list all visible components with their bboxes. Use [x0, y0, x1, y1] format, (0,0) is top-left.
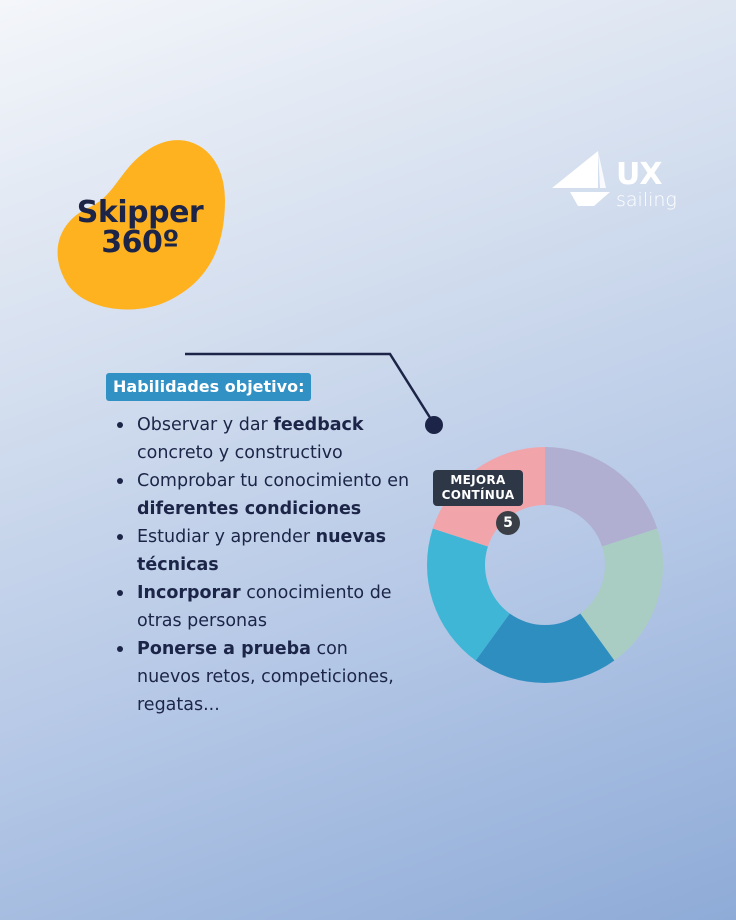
- skill-item: Incorporar conocimiento de otras persona…: [114, 579, 414, 635]
- skill-item: Observar y dar feedback concreto y const…: [114, 411, 414, 467]
- donut-segment-2: [580, 528, 663, 661]
- mejora-label-line-2: CONTÍNUA: [441, 488, 515, 502]
- skill-emphasis: Ponerse a prueba: [137, 639, 311, 659]
- badge-line-1: Skipper: [76, 195, 204, 230]
- mejora-number-badge: 5: [496, 511, 520, 535]
- bullet-icon: [117, 534, 123, 540]
- bullet-icon: [117, 590, 123, 596]
- donut-segment-4: [427, 528, 510, 661]
- bullet-icon: [117, 646, 123, 652]
- skill-text: Estudiar y aprender: [137, 527, 316, 547]
- skill-emphasis: feedback: [273, 415, 364, 435]
- mejora-label-line-1: MEJORA: [450, 473, 506, 487]
- logo-ux-text: UX: [616, 157, 662, 192]
- skipper-badge-blob: [57, 140, 225, 310]
- skill-emphasis: nuevas técnicas: [137, 527, 387, 575]
- skill-text: Observar y dar: [137, 415, 274, 435]
- donut-chart: [427, 447, 663, 683]
- skill-text: concreto y constructivo: [137, 443, 343, 463]
- logo-sailing-text: sailing: [616, 189, 677, 211]
- mejora-continua-label: MEJORA CONTÍNUA: [433, 470, 523, 506]
- skill-text: Comprobar tu conocimiento en: [137, 471, 410, 491]
- skills-heading: Habilidades objetivo:: [106, 373, 312, 401]
- skill-item: Estudiar y aprender nuevas técnicas: [114, 523, 414, 579]
- skills-list: Observar y dar feedback concreto y const…: [114, 411, 414, 719]
- skipper-badge-title: Skipper 360º: [60, 198, 220, 258]
- donut-segment-1: [545, 447, 658, 547]
- donut-segment-3: [475, 613, 615, 683]
- badge-line-2: 360º: [101, 225, 179, 260]
- sail-icon: [552, 151, 610, 206]
- skill-emphasis: Incorporar: [137, 583, 241, 603]
- skill-item: Ponerse a prueba con nuevos retos, compe…: [114, 635, 414, 719]
- bullet-icon: [117, 422, 123, 428]
- skill-text: con nuevos retos, competiciones, regatas…: [137, 639, 394, 715]
- skill-item: Comprobar tu conocimiento en diferentes …: [114, 467, 414, 523]
- skill-text: conocimiento de otras personas: [137, 583, 392, 631]
- bullet-icon: [117, 478, 123, 484]
- skill-emphasis: diferentes condiciones: [137, 499, 362, 519]
